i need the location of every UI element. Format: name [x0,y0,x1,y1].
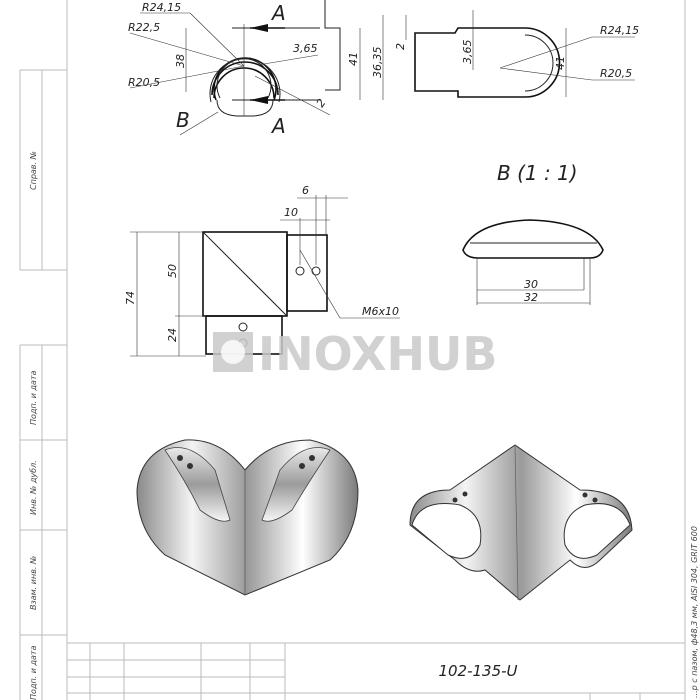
dim-slot-2: 2 [394,43,407,50]
dim-side-r24-15: R24,15 [600,24,639,37]
section-b-label: B [176,108,190,132]
title-block: 102-135-U [67,642,685,700]
dim-r20-5: R20,5 [128,76,160,89]
stamp-inv-dubl: Инв. № дубл. [29,460,38,515]
side-view: 36,35 2 3,65 41 R24,15 R20,5 [371,10,639,100]
watermark-logo: INOXHUB [213,327,497,381]
detail-b-title: B (1 : 1) [497,161,578,185]
dim-30: 30 [524,278,538,291]
dim-r24-15: R24,15 [142,1,181,14]
section-a-bottom: A [270,114,286,138]
side-stamp-labels: Справ. № Подп. и дата Инв. № дубл. Взам.… [29,151,699,700]
part-number: 102-135-U [438,662,517,680]
dim-6: 6 [302,184,309,197]
iso-view-right [409,444,633,601]
elevation-view: 6 10 50 24 74 M6x10 [124,184,400,357]
dim-m6x10: M6x10 [362,305,399,318]
dim-10: 10 [284,206,298,219]
iso-view-left [136,439,359,596]
sheet-frame [19,0,686,700]
stamp-podp-1: Подп. и дата [29,370,38,425]
dim-50: 50 [166,264,179,278]
dim-36-35: 36,35 [371,47,384,79]
stamp-podp-2: Подп. и дата [29,645,38,700]
dim-24: 24 [166,328,179,342]
dim-total-41: 41 [554,56,567,70]
dim-side-r20-5: R20,5 [600,67,632,80]
dim-41: 41 [347,52,360,66]
dim-r22-5: R22,5 [128,21,160,34]
watermark-text: INOXHUB [258,327,497,381]
stamp-sprav: Справ. № [29,151,38,190]
dim-38: 38 [174,54,187,68]
part-description: ...р с пазом, ф48,3 мм, AISI 304, GRIT 6… [690,526,699,698]
front-view: R22,5 R20,5 R24,15 38 41 3,65 2 A A B [128,0,361,138]
dim-wall-3-65: 3,65 [461,40,474,65]
section-a-top: A [270,1,286,25]
detail-b-view: B (1 : 1) 30 32 [462,161,604,305]
stamp-vzam: Взам. инв. № [29,556,38,610]
dim-32: 32 [524,291,538,304]
dim-74: 74 [124,291,137,305]
dim-3-65: 3,65 [293,42,318,55]
